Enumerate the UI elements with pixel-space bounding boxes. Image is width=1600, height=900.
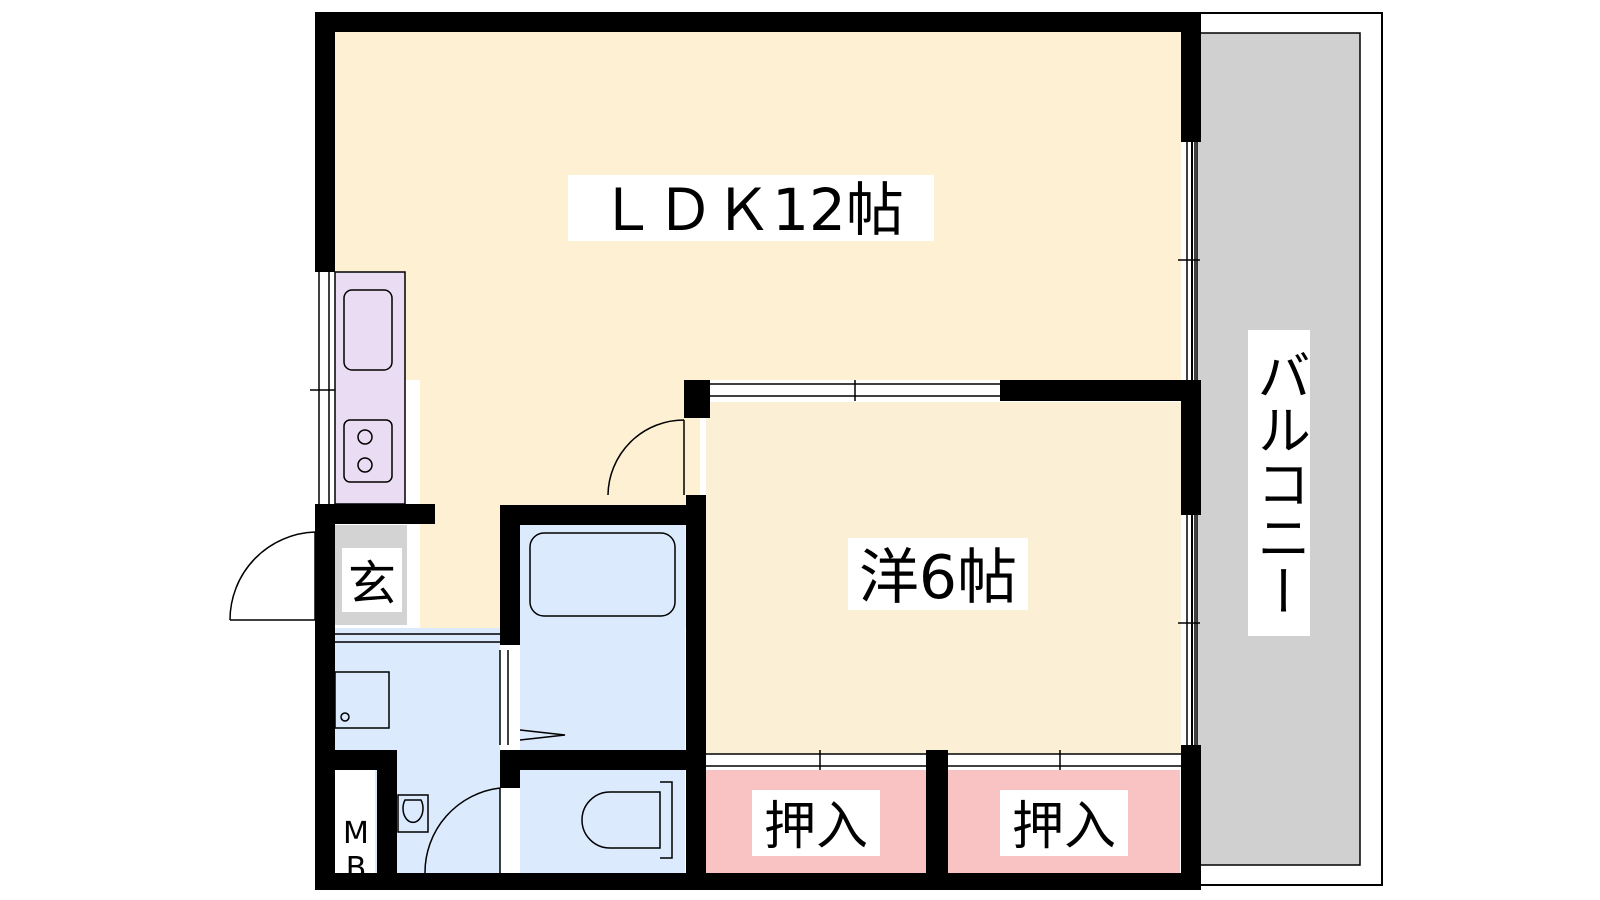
western-room-label: 洋6帖 (859, 543, 1017, 613)
bathtub (529, 532, 676, 617)
toilet (581, 781, 673, 859)
fixtures (334, 289, 676, 859)
meter-box-area (335, 770, 375, 873)
washbasin (397, 794, 429, 833)
closet-right-label: 押入 (1012, 797, 1116, 857)
balcony-label: バルコニー (1248, 348, 1311, 618)
windows (310, 142, 1200, 770)
meter-box-label: MB (339, 816, 374, 886)
closet-left-label: 押入 (764, 797, 868, 857)
bathroom-floor (520, 525, 685, 750)
sink (343, 289, 393, 371)
ldk-label: ＬＤＫ12帖 (598, 176, 904, 244)
doors (229, 419, 685, 874)
washing-machine-pan (334, 671, 390, 729)
walls (315, 12, 1201, 890)
entrance-label: 玄 (348, 556, 396, 612)
labels: ＬＤＫ12帖 洋6帖 玄 押入 押入 MB バルコニー (339, 175, 1311, 886)
stove (343, 419, 393, 483)
toilet-floor (520, 770, 685, 873)
